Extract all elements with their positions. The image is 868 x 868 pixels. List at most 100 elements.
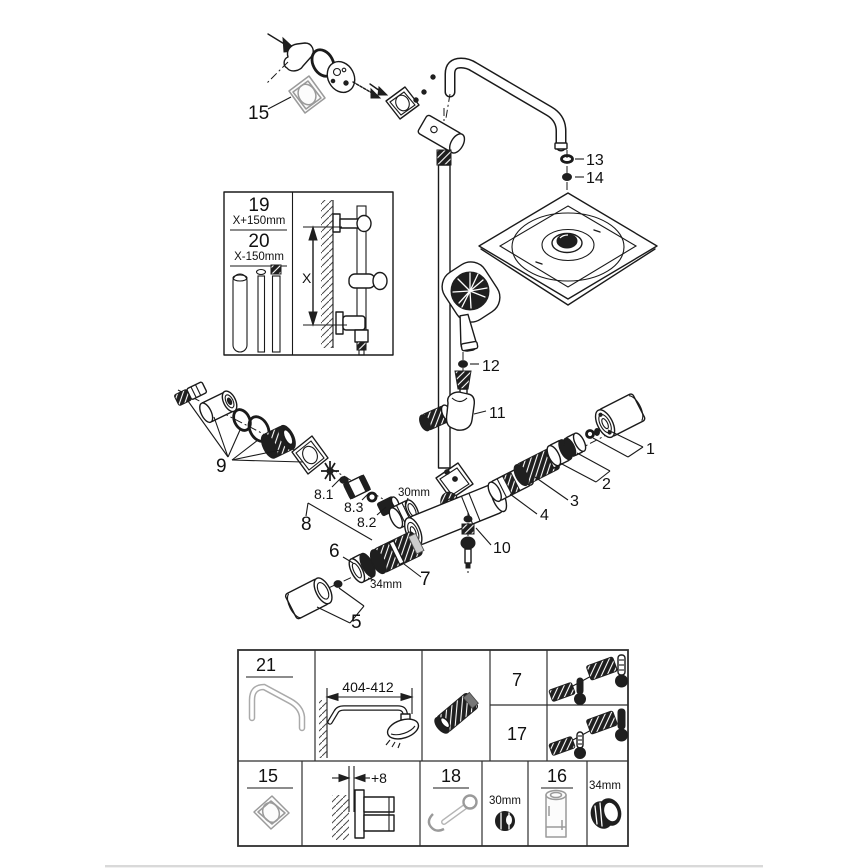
- callout-15: 15: [248, 103, 269, 124]
- thermometer-icon: [576, 677, 584, 695]
- callout-5: 5: [351, 612, 362, 633]
- callout-19: 19: [248, 195, 269, 216]
- table-cell-arm-dimension: 404-412: [319, 679, 420, 758]
- hand-shower-union-12: 12: [454, 352, 500, 407]
- t-connector: [417, 114, 466, 154]
- arm-length-label: 404-412: [342, 679, 394, 695]
- hand-shower-handle: [459, 313, 479, 352]
- thermo-image-row-7: [548, 654, 628, 705]
- callout-6: 6: [329, 541, 340, 562]
- callout-8-2: 8.2: [357, 514, 377, 530]
- callout-13: 13: [586, 152, 604, 169]
- table-cell-30mm: 30mm: [489, 795, 521, 831]
- table-size-34mm: 34mm: [589, 780, 621, 792]
- table-cell-extension: +8: [332, 766, 395, 840]
- square-escutcheon-15: [288, 75, 326, 114]
- callout-11: 11: [489, 405, 506, 422]
- leader-lines-9: [187, 400, 304, 463]
- table-cell-34mm: 34mm: [589, 780, 622, 829]
- callout-7: 7: [420, 569, 431, 590]
- wrench-icon: [427, 794, 478, 832]
- callout-8: 8: [301, 514, 312, 535]
- drain-plug-10: 10: [460, 512, 511, 574]
- size-label-30mm: 30mm: [398, 487, 430, 499]
- callout-8-3: 8.3: [344, 499, 364, 515]
- table-cell-16: 16: [541, 766, 573, 838]
- table-cell-cartridge-image: [434, 691, 479, 734]
- table-cell-18: 18: [427, 766, 478, 832]
- flange-9: [199, 390, 238, 424]
- callout-10: 10: [493, 540, 511, 557]
- leader-lines-8: [305, 478, 387, 541]
- footer-divider: [105, 865, 763, 868]
- washer-10: [463, 515, 473, 523]
- thermometer-icon: [617, 708, 626, 730]
- callout-1: 1: [646, 441, 655, 458]
- thermostat-body: [403, 462, 508, 547]
- threaded-nipple-9: [174, 381, 208, 406]
- shower-arm: [430, 57, 568, 152]
- handle-knob-1: [594, 393, 646, 439]
- washer-14: [562, 173, 572, 181]
- table-label-16: 16: [547, 766, 567, 786]
- screw-5: [333, 580, 343, 588]
- arm-washers-13-14: 13 14: [560, 150, 604, 226]
- table-size-30mm: 30mm: [489, 795, 521, 807]
- o-ring-8: [366, 491, 378, 503]
- size-label-34mm: 34mm: [370, 579, 402, 591]
- handle-knob-5: [284, 577, 333, 620]
- table-label-18: 18: [441, 766, 461, 786]
- extension-cylinder-image: [545, 789, 567, 838]
- spray-starburst: [452, 272, 488, 309]
- thermo-image-row-17: [548, 708, 628, 759]
- table-cell-21: 21: [246, 655, 306, 732]
- filter-12: [454, 370, 472, 390]
- leader-lines-1-2-3-4: [509, 429, 644, 515]
- x-dimension-label: X: [302, 270, 312, 286]
- aquadimmer-cartridge-7: [369, 531, 425, 575]
- spare-parts-table: 21 404-412 7 17: [237, 649, 629, 847]
- callout-14: 14: [586, 170, 604, 187]
- nut-30mm-image: [495, 811, 515, 831]
- flow-star-8-1: [321, 461, 339, 481]
- washer-1: [585, 429, 595, 439]
- callout-2: 2: [602, 476, 611, 493]
- shower-rail: [437, 164, 451, 469]
- valve-sleeve-8-3: [342, 474, 372, 500]
- flange-15: [326, 60, 356, 94]
- callout-3: 3: [570, 493, 579, 510]
- table-cell-15: 15: [247, 766, 293, 830]
- nut-10: [461, 523, 475, 535]
- mounting-sketch: X: [302, 200, 388, 356]
- inset-box-19-20: 19 X+150mm 20 X-150mm X: [223, 191, 394, 356]
- temperature-handle-chain: 1 2 3 4: [487, 393, 655, 524]
- wall-offset-label: +8: [371, 770, 387, 786]
- callout-12: 12: [482, 358, 500, 375]
- wall-union-exploded-15: 15: [248, 33, 382, 124]
- hand-shower: [441, 261, 501, 352]
- ring-nut-34mm-image: [590, 798, 622, 829]
- mini-head-shower: [385, 718, 420, 749]
- callout-8-1: 8.1: [314, 486, 334, 502]
- callout-20: 20: [248, 231, 269, 252]
- table-label-17: 17: [507, 724, 527, 744]
- table-label-21: 21: [256, 655, 276, 675]
- o-ring-12: [458, 360, 468, 368]
- union-nut-9: [260, 424, 296, 459]
- union-chain-9: 9: [174, 381, 329, 477]
- ball-joint: [556, 233, 578, 249]
- square-escutcheon-9: [291, 435, 329, 475]
- callout-4: 4: [540, 507, 549, 524]
- rail-tubes: [232, 264, 282, 353]
- plug-head-10: [460, 536, 476, 550]
- leader-lines-5: [316, 587, 365, 624]
- washer-8: [339, 476, 349, 484]
- o-ring-13: [560, 154, 574, 164]
- length-20: X-150mm: [234, 251, 284, 263]
- length-19: X+150mm: [233, 215, 286, 227]
- table-label-7: 7: [512, 670, 522, 690]
- aquadimmer-chain: 6 34mm 7 5: [284, 531, 431, 633]
- stop-ring-6: [348, 552, 376, 584]
- pipe-top-connector: [369, 83, 466, 166]
